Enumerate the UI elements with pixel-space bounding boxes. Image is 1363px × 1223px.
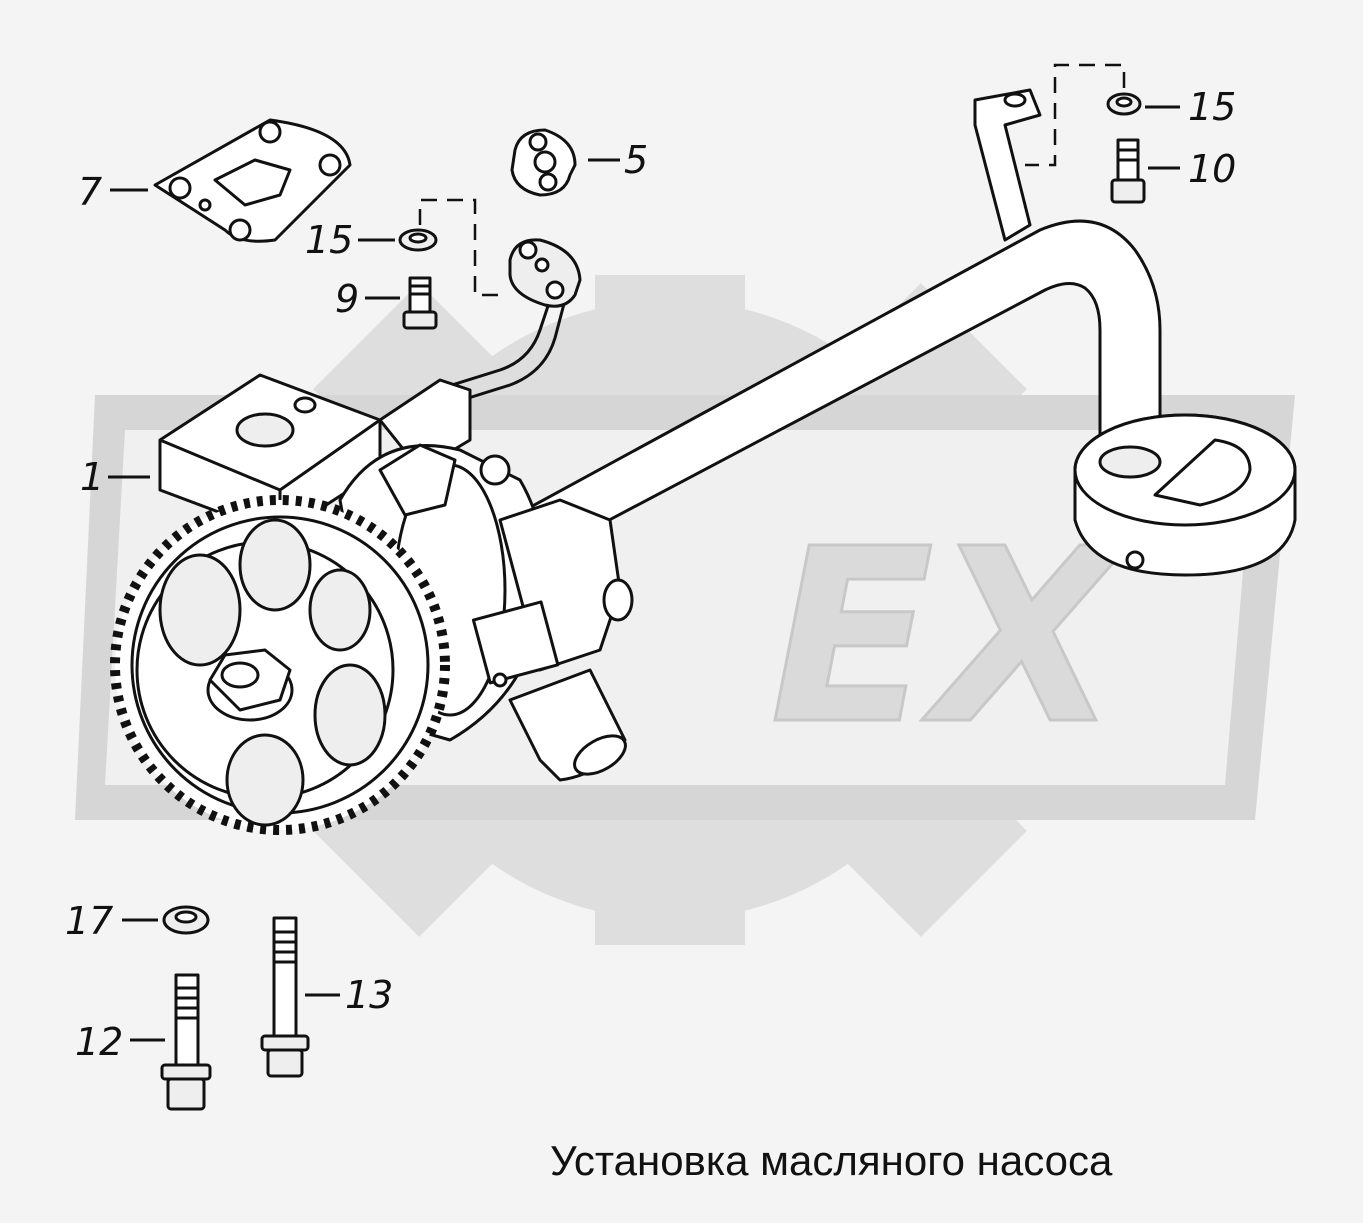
callout-5: 5	[624, 138, 648, 182]
callout-1: 1	[80, 455, 104, 499]
gasket-5	[510, 128, 577, 197]
callout-9: 9	[335, 277, 359, 321]
gasket-7	[153, 118, 352, 243]
washer-17	[162, 905, 210, 935]
bolt-12	[160, 973, 212, 1111]
watermark-text: EX	[770, 497, 1129, 777]
callout-12: 12	[75, 1020, 123, 1064]
washer-15-right	[1106, 92, 1142, 116]
oil-pickup-tube	[468, 88, 1297, 577]
oil-pressure-line	[419, 299, 567, 412]
diagram-title: Установка масляного насоса	[550, 1137, 1113, 1184]
leader-dashed-right	[1025, 63, 1126, 167]
bolt-13	[260, 916, 310, 1078]
flange	[508, 238, 582, 308]
callout-7: 7	[78, 170, 102, 214]
leader-lines	[108, 105, 1180, 1042]
drive-gear	[110, 495, 450, 835]
bolt-9	[402, 276, 438, 330]
callout-15-right: 15	[1188, 85, 1236, 129]
callout-10: 10	[1188, 147, 1236, 191]
bolt-10	[1110, 138, 1146, 204]
callout-labels: 7 5 15 9 1 15 10 17 12 13	[65, 85, 1236, 1064]
callout-13: 13	[345, 973, 393, 1017]
washer-15-left	[398, 228, 438, 252]
leader-dashed-left	[418, 198, 505, 297]
callout-17: 17	[65, 899, 113, 943]
callout-15-left: 15	[305, 218, 353, 262]
